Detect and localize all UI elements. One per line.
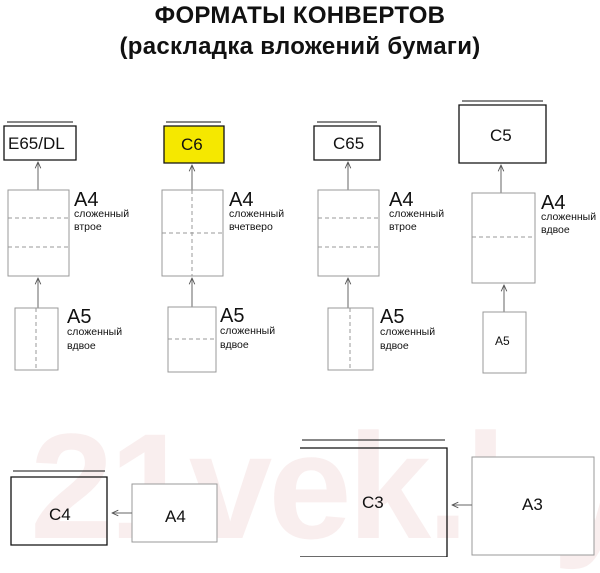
- envelope-c65: [313, 125, 381, 161]
- a4-note-line1: сложенный: [541, 211, 597, 223]
- sheet-a4: [317, 189, 380, 277]
- sheet-label-a3: A3: [522, 495, 543, 514]
- a5-label: A5: [220, 305, 245, 327]
- envelope-label-c65: C65: [333, 134, 365, 153]
- diagram-canvas: [3, 100, 595, 557]
- bottom-row: [10, 439, 595, 557]
- envelope-label-e65dl: E65/DL: [8, 134, 65, 153]
- sheet-a3: [471, 456, 595, 556]
- a4-note-line2: вдвое: [541, 224, 570, 236]
- envelope-label-c5: C5: [490, 126, 512, 145]
- a5-note-line1: сложенный: [220, 325, 276, 337]
- a5-note-line2: вдвое: [67, 340, 96, 352]
- a5-label: A5: [495, 334, 510, 348]
- sheet-label-a4: A4: [165, 507, 186, 526]
- a5-note-line1: сложенный: [67, 326, 123, 338]
- a4-label: A4: [389, 189, 414, 211]
- a5-note-line2: вдвое: [220, 339, 249, 351]
- envelope-label-c6: C6: [181, 135, 203, 154]
- sheet-a5: [482, 311, 527, 374]
- a4-note-line2: втрое: [74, 221, 102, 233]
- a5-note-line1: сложенный: [380, 326, 436, 338]
- a4-label: A4: [229, 189, 254, 211]
- a4-note-line2: втрое: [389, 221, 417, 233]
- a5-note-line2: вдвое: [380, 340, 409, 352]
- sheet-a4: [471, 192, 536, 284]
- a4-label: A4: [541, 192, 566, 214]
- a4-note-line1: сложенный: [74, 208, 130, 220]
- page-title: ФОРМАТЫ КОНВЕРТОВ: [154, 2, 446, 29]
- column-e65dl: [3, 121, 77, 371]
- envelope-c5: [458, 104, 547, 164]
- column-c65: [313, 121, 381, 371]
- envelope-c6: [163, 125, 225, 164]
- a4-note-line1: сложенный: [389, 208, 445, 220]
- envelope-c4: [10, 476, 108, 546]
- envelope-label-c4: C4: [49, 505, 71, 524]
- sheet-a4: [7, 189, 70, 277]
- page-subtitle: (раскладка вложений бумаги): [119, 33, 481, 60]
- envelope-e65dl: [3, 125, 77, 161]
- envelope-c3: [300, 447, 448, 557]
- a5-label: A5: [380, 306, 405, 328]
- column-c5: [458, 100, 547, 374]
- envelope-label-c3: C3: [362, 493, 384, 512]
- column-c6: [161, 121, 225, 373]
- a4-label: A4: [74, 189, 99, 211]
- a4-note-line1: сложенный: [229, 208, 285, 220]
- a5-label: A5: [67, 306, 92, 328]
- a4-note-line2: вчетверо: [229, 221, 273, 233]
